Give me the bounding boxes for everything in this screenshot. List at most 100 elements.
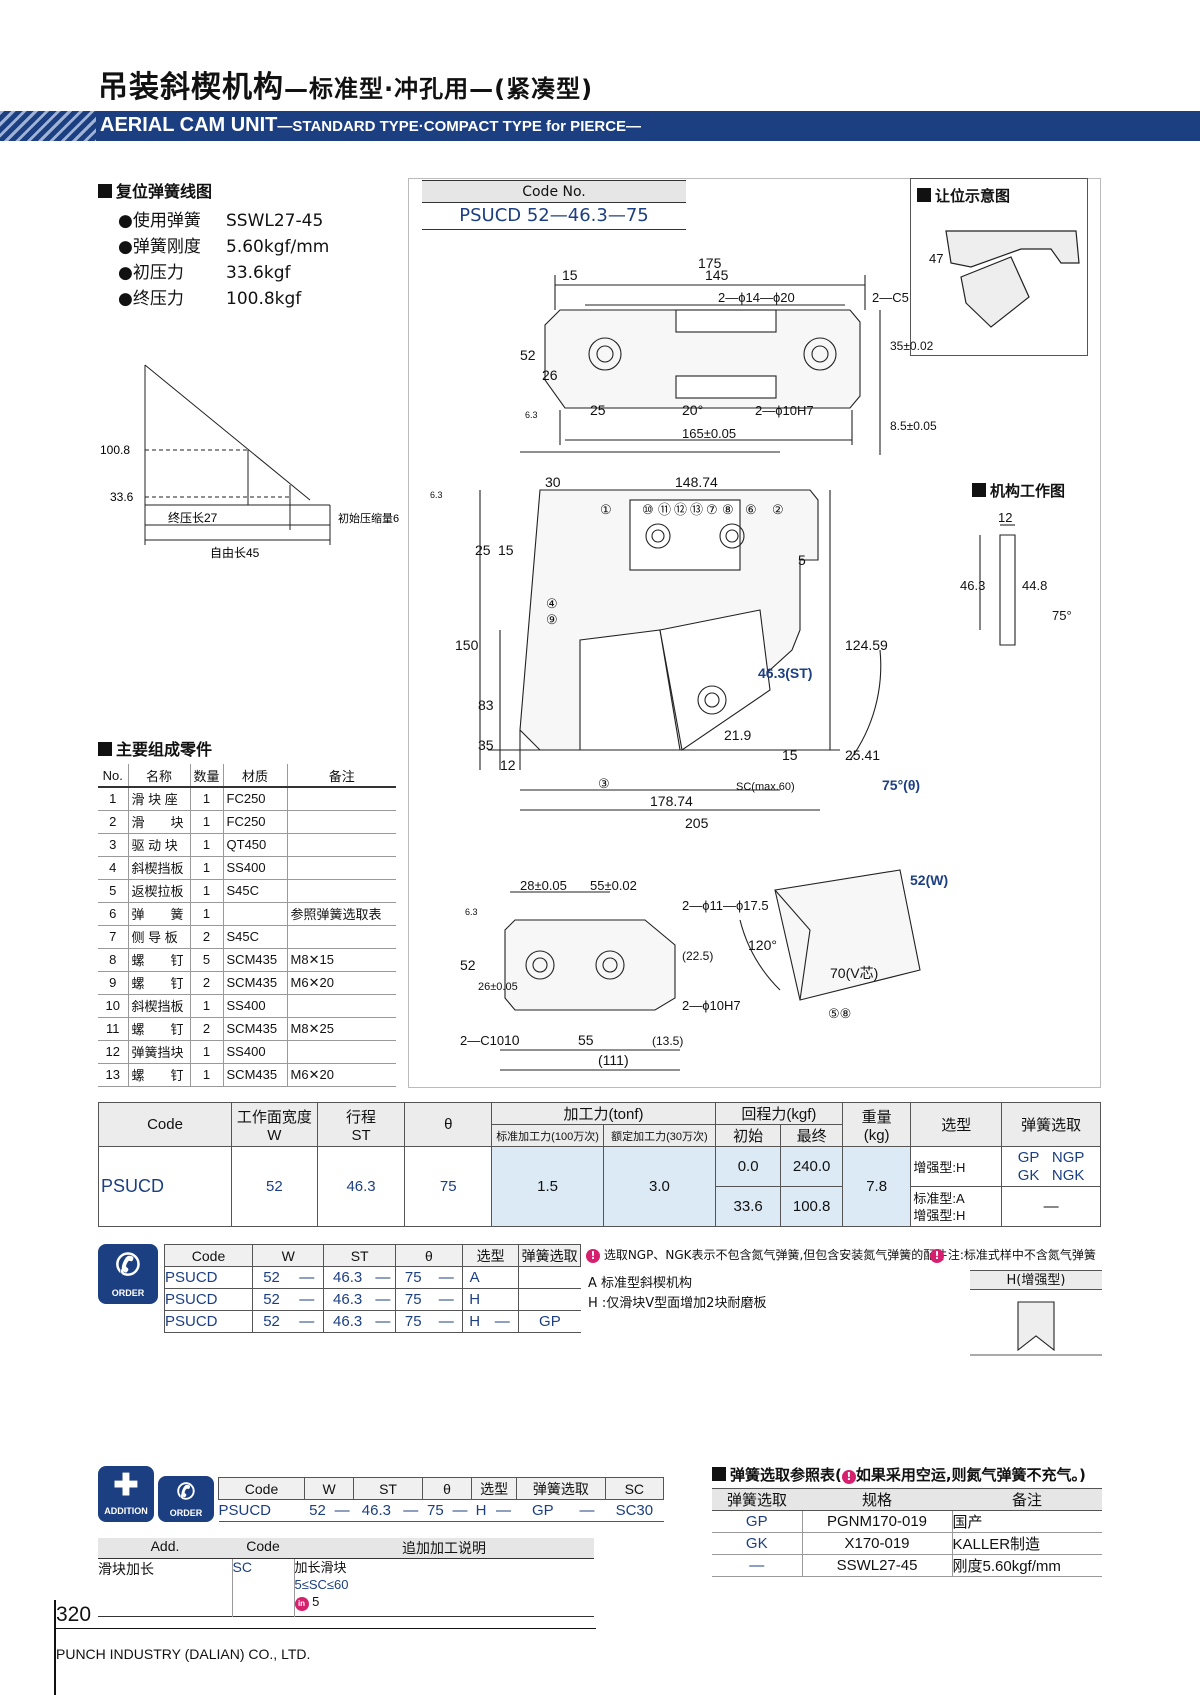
part-note [286, 833, 396, 857]
order-note-2: ! 注:标准式样中不含氮气弹簧 [930, 1246, 1096, 1263]
mech-dim-75: 75° [1052, 608, 1072, 623]
part-no: 7 [98, 925, 128, 949]
spring-ref-header: 弹簧选取 规格 备注 [712, 1488, 1102, 1511]
part-name: 斜楔挡板 [127, 994, 190, 1018]
parts-header-row: No. 名称 数量 材质 备注 [98, 764, 396, 788]
clearance-sketch: 让位示意图 47 [910, 178, 1088, 356]
ref-h-sel: 弹簧选取 [712, 1488, 802, 1511]
bot-dim-28: 28±0.05 [520, 878, 567, 893]
callout-1: ① [600, 502, 612, 517]
side-dim-15b: 15 [782, 747, 798, 763]
spec-h-code: Code [97, 1102, 233, 1147]
order-cell: 75 [394, 1288, 431, 1311]
part-material: QT450 [222, 833, 288, 857]
order-cell: 52 [252, 1310, 291, 1333]
side-dim-148: 148.74 [675, 474, 718, 490]
clearance-dim: 47 [929, 251, 943, 266]
vee-callouts: ⑤⑧ [828, 1006, 851, 1021]
side-dim-theta: 75°(θ) [882, 777, 920, 793]
part-name: 滑 块 [127, 810, 190, 834]
part-qty: 2 [189, 1017, 224, 1041]
order-cell [486, 1266, 519, 1289]
order-cell: A [461, 1266, 487, 1289]
add-code: SC [231, 1558, 294, 1617]
spec-subheader-row: 标准加工力(100万次) 额定加工力(30万次) 初始 最终 [99, 1124, 1101, 1147]
top-dim-angle: 20° [682, 402, 703, 418]
addition-cell: GP [516, 1499, 569, 1522]
top-dim-8-5: 8.5±0.05 [890, 419, 937, 433]
addition-cell: SC30 [605, 1499, 664, 1522]
part-qty: 2 [189, 925, 224, 949]
spec-row-a: PSUCD 52 46.3 75 1.5 3.0 0.0 240.0 7.8 增… [97, 1146, 1101, 1227]
order-note-1: ! 选取NGP、NGK表示不包含氮气弹簧,但包含安装氮气弹簧的配件 [586, 1246, 947, 1263]
side-dim-15a: 15 [498, 542, 514, 558]
part-note [286, 856, 396, 880]
mech-heading: 机构工作图 [972, 480, 1065, 501]
part-qty: 5 [189, 948, 224, 972]
callout-13: ⑬ [690, 502, 703, 517]
spring-curve-heading: 复位弹簧线图 [98, 178, 212, 202]
part-material: S45C [222, 879, 288, 903]
part-no: 6 [98, 902, 128, 926]
part-qty: 1 [189, 1063, 224, 1087]
alert-icon: ! [930, 1249, 944, 1263]
addition-desc-table: Add. Code 追加加工说明 滑块加长 SC 加长滑块 5≤SC≤60 in… [98, 1538, 594, 1617]
order-cell: H [461, 1288, 487, 1311]
callout-9: ⑨ [546, 612, 558, 627]
part-note [286, 1040, 396, 1064]
spec-theta: 75 [404, 1146, 493, 1227]
part-note: M6✕20 [286, 1063, 396, 1087]
add-h-spring: 弹簧选取 [516, 1477, 606, 1500]
drawing-frame [408, 178, 1101, 1088]
add-h-code: Code [218, 1477, 305, 1500]
part-name: 螺 钉 [127, 1063, 190, 1087]
addition-cell: — [399, 1499, 423, 1522]
code-no-box: Code No. PSUCD 52—46.3—75 [422, 180, 686, 230]
spec-f1: 1.5 [491, 1146, 604, 1227]
free-len-label: 自由长45 [210, 546, 260, 560]
side-dim-178: 178.74 [650, 793, 693, 809]
side-dim-83: 83 [478, 697, 494, 713]
page-number: 320 [56, 1603, 92, 1626]
order-cell: — [430, 1266, 463, 1289]
addition-cell: 75 [422, 1499, 449, 1522]
english-title: AERIAL CAM UNIT—STANDARD TYPE·COMPACT TY… [100, 114, 641, 137]
part-name: 斜楔挡板 [127, 856, 190, 880]
addition-cell: H [471, 1499, 491, 1522]
order-cell: — [290, 1266, 324, 1289]
spring-ref-heading: 弹簧选取参照表(!如果采用空运,则氮气弹簧不充气。) [712, 1464, 1086, 1485]
part-name: 返楔拉板 [127, 879, 190, 903]
clearance-heading: 让位示意图 [917, 185, 1010, 206]
part-material: SS400 [222, 994, 288, 1018]
side-dim-21-9: 21.9 [724, 727, 751, 743]
order-h-sel: 选型 [461, 1244, 520, 1267]
order-cell [518, 1266, 581, 1289]
spec-h-spring: 弹簧选取 [1001, 1102, 1101, 1147]
spec-r2a: 240.0 [780, 1146, 843, 1187]
order-cell: — [430, 1310, 463, 1333]
part-qty: 1 [189, 1040, 224, 1064]
bot-dim-pin: 2—ϕ10H7 [682, 998, 741, 1013]
bot-dim-holes: 2—ϕ11—ϕ17.5 [682, 898, 769, 913]
spec-h-select: 选型 [910, 1102, 1003, 1147]
bot-dim-c10: 2—C10 [460, 1033, 504, 1048]
en-sub: —STANDARD TYPE·COMPACT TYPE for PIERCE— [277, 118, 642, 135]
addition-cell: — [448, 1499, 472, 1522]
order-cell: 52 [252, 1288, 291, 1311]
bot-dim-13-5: (13.5) [652, 1034, 683, 1048]
part-note: M8✕15 [286, 948, 396, 972]
increment-icon: in [294, 1597, 309, 1611]
